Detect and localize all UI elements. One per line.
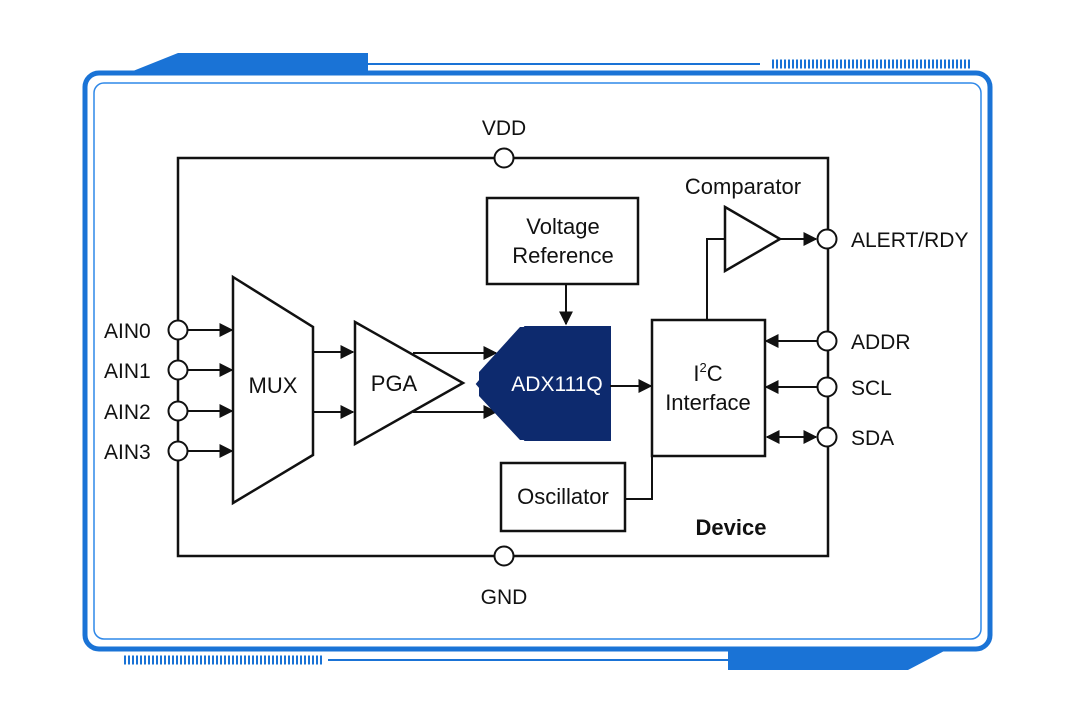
pga-block (353, 319, 466, 447)
oscillator-label: Oscillator (517, 484, 609, 509)
frame-inner-border (93, 82, 982, 640)
frame-outer-border (82, 70, 993, 652)
alert-pin (816, 228, 838, 250)
comparator-block (723, 204, 783, 274)
vdd-pin (493, 147, 515, 169)
i2c-interface-block (650, 318, 767, 458)
mux-block (231, 274, 315, 506)
frame-bottom-tab (728, 649, 948, 670)
input-pins: AIN0 AIN1 AIN2 AIN3 (104, 319, 234, 464)
vref-label-line2: Reference (512, 243, 614, 268)
oscillator-i2c-line (625, 456, 653, 500)
ain1-label: AIN1 (104, 360, 151, 383)
adc-label: ADX111Q (511, 373, 602, 396)
i2c-label-sup: 2 (700, 360, 707, 375)
ain3-pin (167, 440, 189, 462)
oscillator-block (499, 461, 627, 533)
gnd-label: GND (481, 586, 528, 609)
ain1-pin (167, 359, 189, 381)
addr-pin (816, 330, 838, 352)
ain2-label: AIN2 (104, 401, 151, 424)
comparator-label: Comparator (685, 174, 801, 199)
vdd-label: VDD (482, 117, 526, 140)
decorative-frame (82, 53, 993, 670)
gnd-pin (493, 545, 515, 567)
ain2-pin (167, 400, 189, 422)
device-label: Device (696, 515, 767, 540)
scl-pin (816, 376, 838, 398)
i2c-label-c: C (707, 361, 723, 386)
i2c-label-i: I (693, 361, 699, 386)
adc-core-shape (479, 327, 610, 440)
sda-label: SDA (851, 427, 894, 450)
ain0-pin (167, 319, 189, 341)
ain0-label: AIN0 (104, 320, 151, 343)
addr-label: ADDR (851, 331, 911, 354)
i2c-comparator-line (706, 238, 725, 320)
vref-label-line1: Voltage (526, 214, 599, 239)
scl-label: SCL (851, 377, 892, 400)
ain3-label: AIN3 (104, 441, 151, 464)
voltage-reference-block (485, 196, 640, 286)
i2c-label-line1: I2C (693, 360, 722, 386)
alert-label: ALERT/RDY (851, 229, 968, 252)
sda-pin (816, 426, 838, 448)
frame-top-tab (128, 53, 368, 73)
i2c-label-line2: Interface (665, 390, 751, 415)
pga-label: PGA (371, 371, 418, 396)
mux-label: MUX (249, 373, 298, 398)
